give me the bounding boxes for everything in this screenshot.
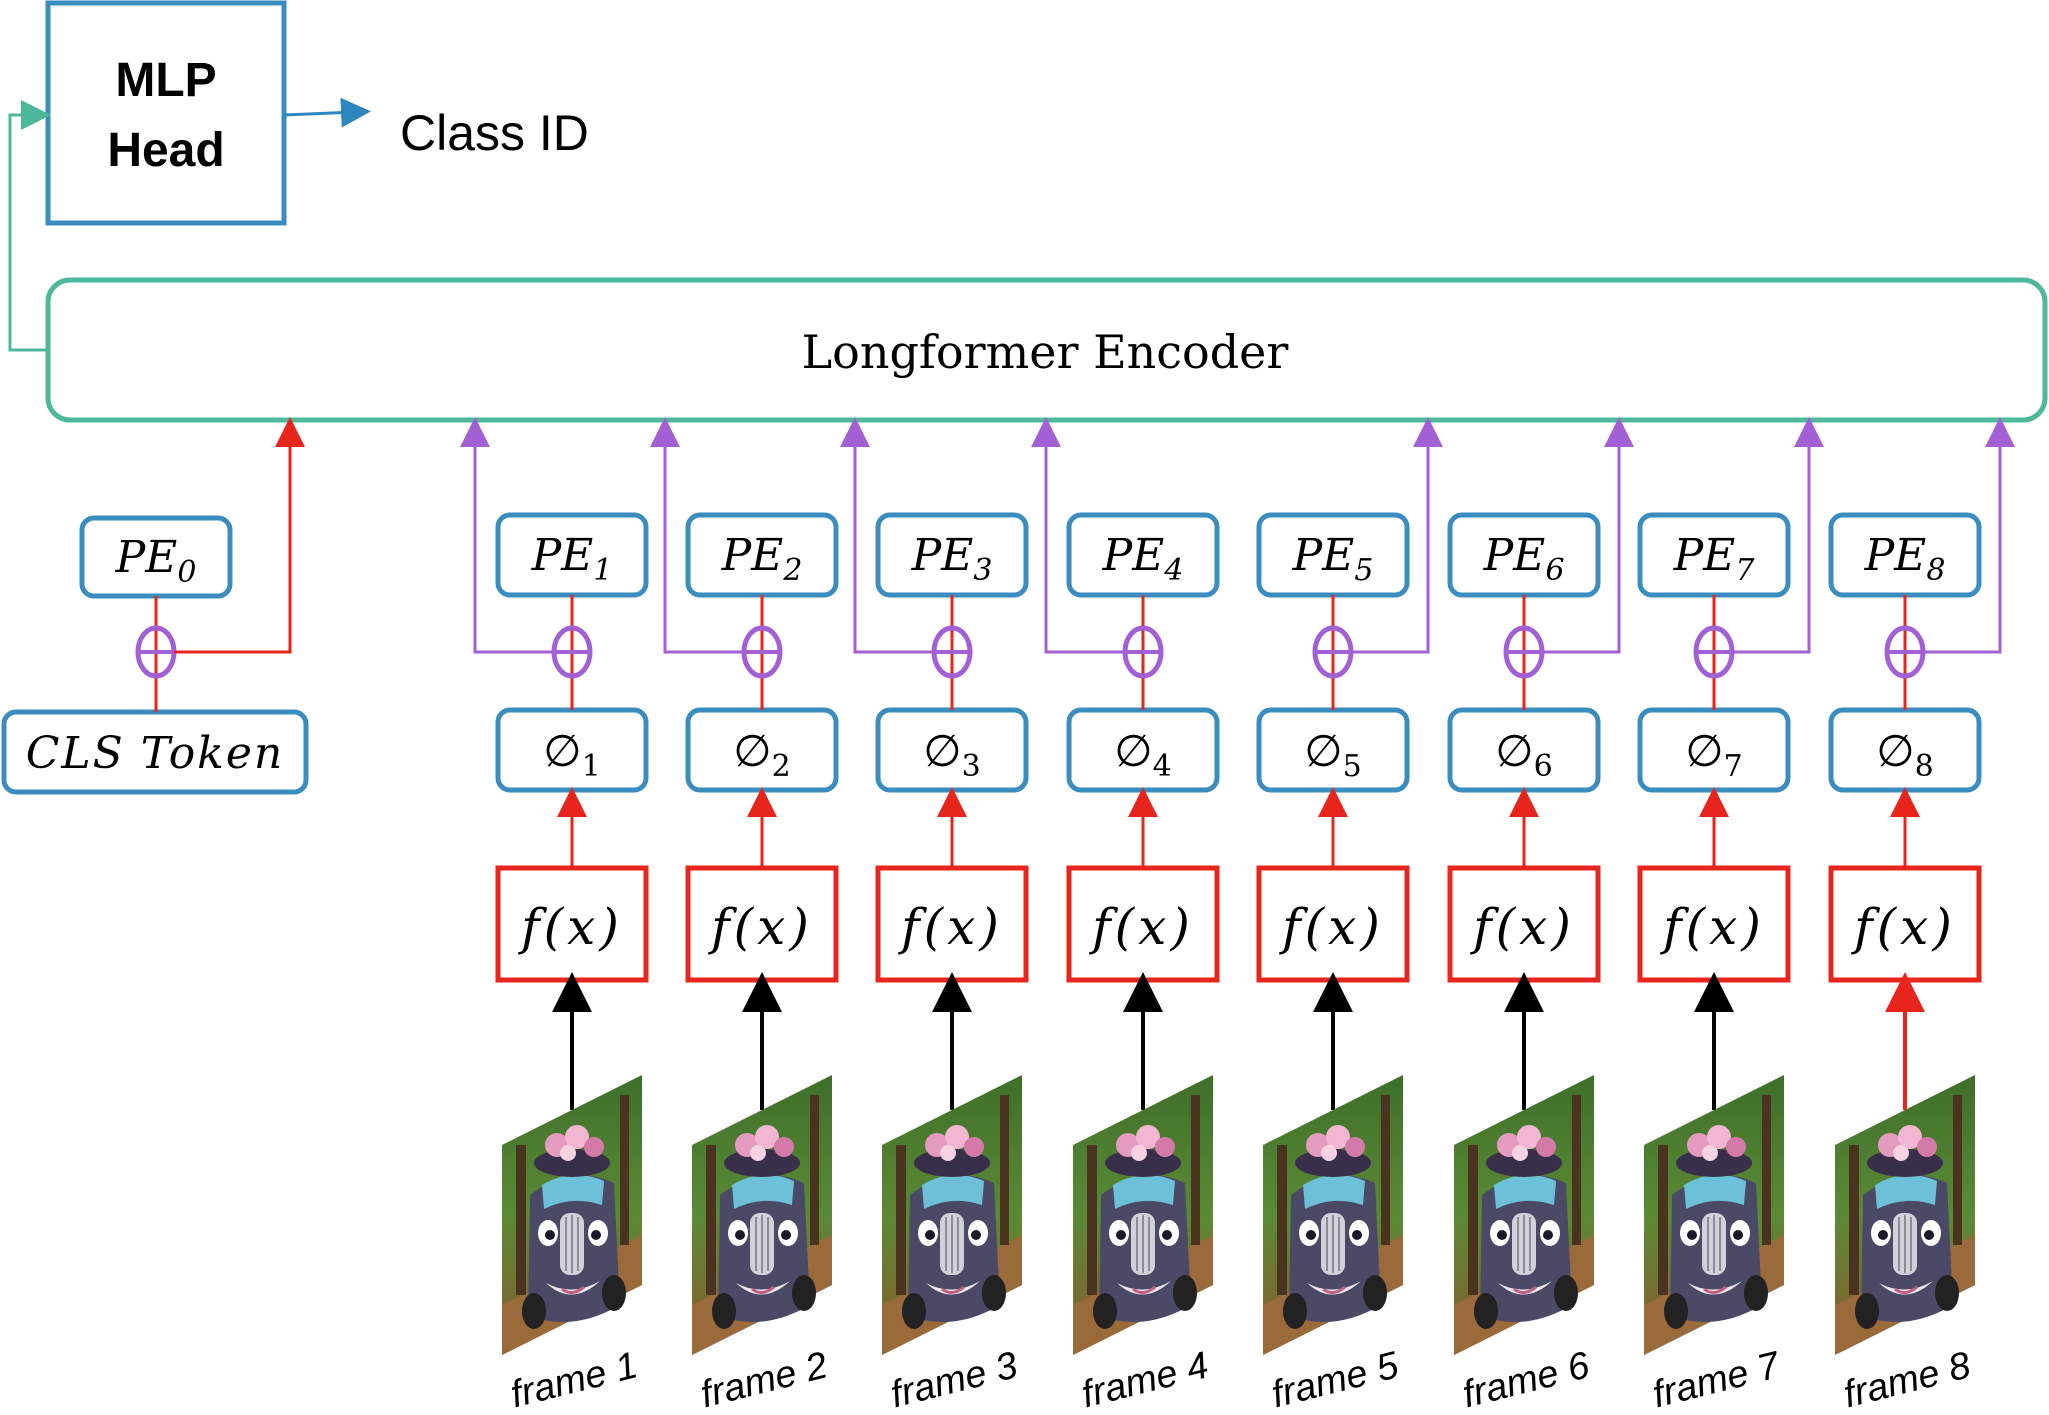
class-id-label: Class ID [400,105,589,161]
frame-5-label: frame 5 [1268,1344,1404,1415]
mlp-head-box [45,0,287,226]
phi-7-label: ∅7 [1685,726,1742,784]
mlp-head-label-1: MLP [115,54,216,107]
frame-8-image [1835,1075,1975,1355]
sum-to-encoder-arrow-6 [1542,417,1634,654]
phi-3-label: ∅3 [923,726,980,784]
fx-8-label: f(x) [1850,898,1956,956]
fx-1-label: f(x) [517,898,623,956]
pe-0-label: PE0 [115,532,197,590]
frame-2-label: frame 2 [697,1344,832,1415]
fx-3-label: f(x) [897,898,1003,956]
frame-columns: PE1 ∅1 f(x) frame 1 PE2 ∅2 f(x) frame 2 PE3 ∅3 f(x… [460,417,2015,1415]
phi-1-label: ∅1 [543,726,600,784]
phi-2-label: ∅2 [733,726,790,784]
frame-4-image [1073,1075,1213,1355]
pe-5-label: PE5 [1292,530,1374,588]
sum-to-encoder-arrow-5 [1351,417,1443,654]
sum-to-encoder-arrow-2 [650,417,744,654]
cls-token-label: CLS Token [26,728,284,779]
pe-8-label: PE8 [1864,530,1946,588]
fx-5-label: f(x) [1278,898,1384,956]
frame-4-label: frame 4 [1078,1344,1213,1415]
fx-7-label: f(x) [1659,898,1765,956]
frame-6-image [1454,1075,1594,1355]
sum-to-encoder-arrow-1 [460,417,554,654]
frame-6-label: frame 6 [1459,1344,1595,1415]
mlp-output-arrow [283,97,371,128]
frame-2-image [692,1075,832,1355]
pe-4-label: PE4 [1102,530,1184,588]
frame-column-8: PE8 ∅8 f(x) frame 8 [1828,417,2015,1415]
frame-1-image [502,1075,642,1355]
phi-5-label: ∅5 [1304,726,1361,784]
frame-1-label: frame 1 [507,1344,642,1415]
phi-8-label: ∅8 [1876,726,1933,784]
pe-1-label: PE1 [531,530,613,588]
fx-2-label: f(x) [707,898,813,956]
pe-6-label: PE6 [1483,530,1565,588]
sum-to-encoder-arrow-8 [1923,417,2015,654]
frame-3-label: frame 3 [887,1344,1022,1415]
encoder-to-mlp-arrow [8,100,51,352]
frame-column-4: PE4 ∅4 f(x) frame 4 [1031,417,1220,1415]
sum-to-encoder-arrow-3 [840,417,934,654]
fx-4-label: f(x) [1088,898,1194,956]
frame-8-label: frame 8 [1840,1344,1975,1415]
pe-7-label: PE7 [1673,530,1756,588]
longformer-encoder-label: Longformer Encoder [802,325,1289,379]
phi-6-label: ∅6 [1495,726,1552,784]
pe-3-label: PE3 [911,530,993,588]
frame-column-2: PE2 ∅2 f(x) frame 2 [650,417,839,1415]
frame-column-1: PE1 ∅1 f(x) frame 1 [460,417,649,1415]
frame-7-label: frame 7 [1649,1344,1786,1415]
sum-to-encoder-arrow-4 [1031,417,1125,654]
frame-column-3: PE3 ∅3 f(x) frame 3 [840,417,1029,1415]
frame-7-image [1644,1075,1784,1355]
frame-column-7: PE7 ∅7 f(x) frame 7 [1637,417,1824,1415]
cls-to-encoder-arrow [174,417,305,654]
frame-3-image [882,1075,1022,1355]
phi-4-label: ∅4 [1114,726,1171,784]
frame-column-6: PE6 ∅6 f(x) frame 6 [1447,417,1634,1415]
frame-5-image [1263,1075,1403,1355]
fx-6-label: f(x) [1469,898,1575,956]
mlp-head-label-2: Head [107,124,224,177]
pe-2-label: PE2 [721,530,803,588]
sum-to-encoder-arrow-7 [1732,417,1824,654]
frame-column-5: PE5 ∅5 f(x) frame 5 [1256,417,1443,1415]
